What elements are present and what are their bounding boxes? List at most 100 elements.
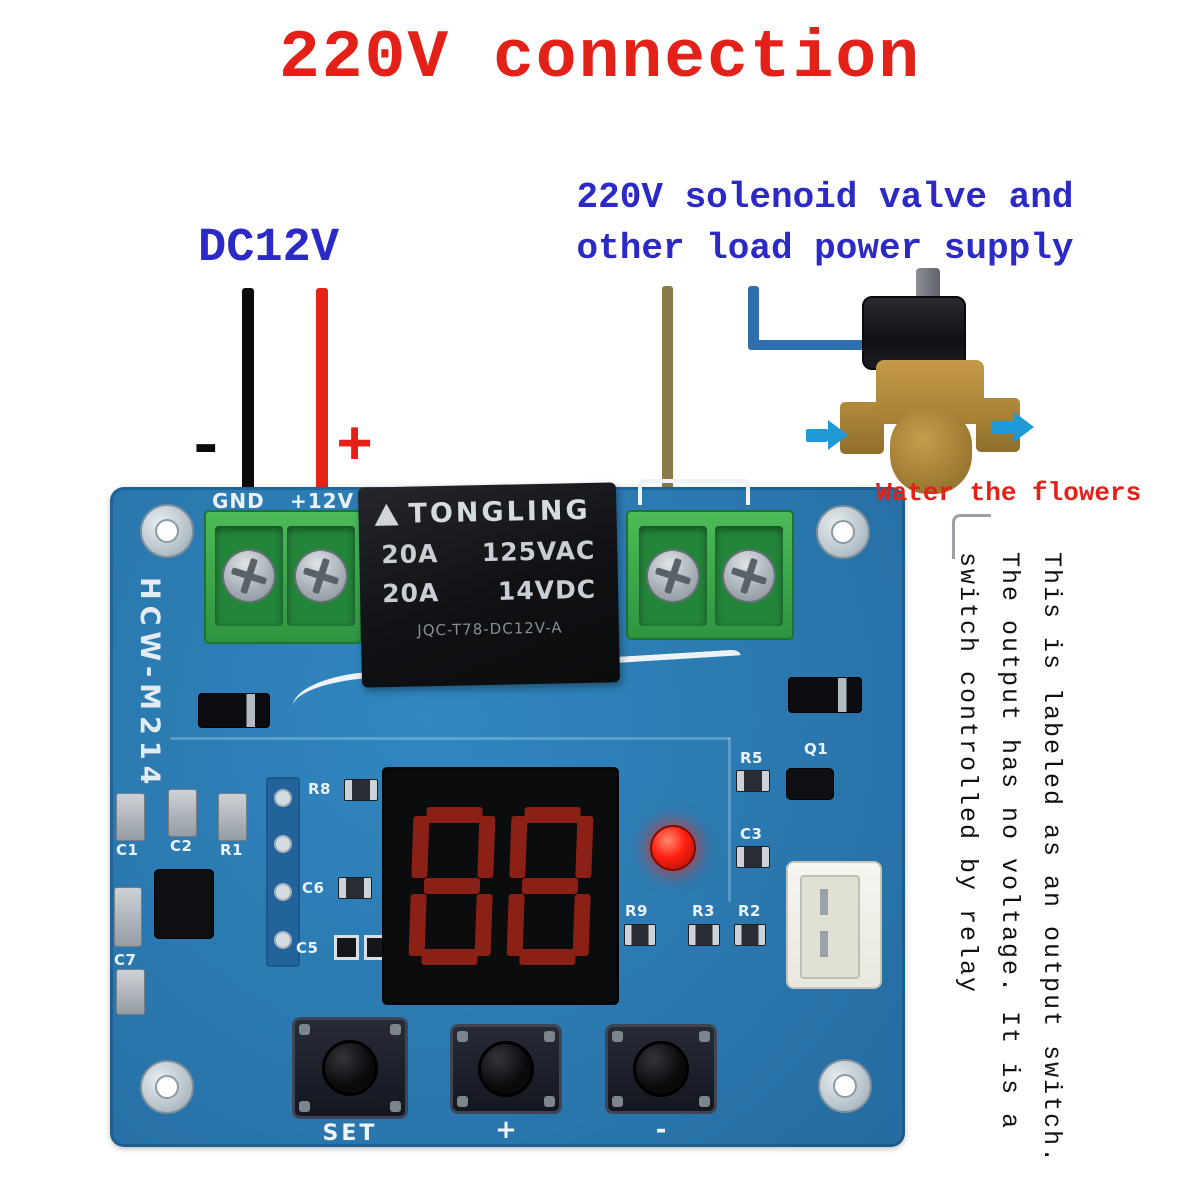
- gnd-terminal-label: GND: [212, 489, 265, 513]
- seven-segment-digit: [408, 807, 496, 965]
- dc12v-positive-wire: [316, 288, 328, 490]
- ref-label-c7: C7: [114, 951, 137, 969]
- valve-wire-vertical: [748, 286, 759, 348]
- capacitor-c5: [334, 935, 359, 960]
- load-power-label: 220V solenoid valve and other load power…: [540, 172, 1110, 274]
- tongling-logo-icon: [374, 503, 398, 525]
- minus-polarity-label: -: [186, 410, 226, 485]
- resistor-r5: [736, 770, 770, 792]
- relay-rating-voltage: 14VDC: [497, 574, 597, 606]
- note-line: switch controlled by relay: [953, 552, 982, 995]
- resistor-r8: [344, 779, 378, 801]
- button-cap: [633, 1041, 689, 1097]
- ref-label-r2: R2: [738, 902, 761, 920]
- sensor-connector: [786, 861, 882, 989]
- flow-in-arrow-icon: [806, 420, 848, 450]
- terminal-well: [286, 526, 356, 626]
- solder-pad: [274, 931, 292, 949]
- diode: [198, 693, 270, 728]
- ref-label-r9: R9: [625, 902, 648, 920]
- resistor-r9: [624, 924, 656, 946]
- terminal-screw: [214, 541, 284, 611]
- ref-label-c3: C3: [740, 825, 763, 843]
- resistor-r3: [688, 924, 720, 946]
- terminal-screw: [638, 541, 708, 611]
- relay-brand-row: TONGLING: [374, 495, 601, 531]
- ref-label-c5: C5: [296, 939, 319, 957]
- increase-button: [450, 1024, 562, 1114]
- set-button-label: SET: [322, 1121, 378, 1146]
- plus-polarity-label: +: [336, 412, 374, 483]
- button-cap: [322, 1040, 378, 1096]
- capacitor-c3: [736, 846, 770, 868]
- capacitor-c6: [338, 877, 372, 899]
- mounting-hole: [818, 1059, 872, 1113]
- diode: [788, 677, 862, 713]
- pcb-board: GND +12V TONGLING 20A: [110, 479, 905, 1147]
- terminal-screw: [286, 541, 356, 611]
- dc12v-label: DC12V: [198, 222, 340, 275]
- output-switch-note: This is labeled as an output switch. The…: [938, 552, 1072, 1192]
- solder-pad: [274, 883, 292, 901]
- output-terminal-block: [626, 510, 794, 640]
- ref-label-r3: R3: [692, 902, 715, 920]
- valve-coil: [862, 296, 966, 370]
- decrease-button: [605, 1024, 717, 1114]
- load-power-line2: other load power supply: [576, 228, 1074, 269]
- resistor-r1: [218, 793, 247, 841]
- increase-button-label: +: [495, 1115, 517, 1145]
- capacitor-c1: [116, 793, 145, 841]
- note-line: This is labeled as an output switch.: [1037, 552, 1066, 1165]
- relay-brand-label: TONGLING: [408, 494, 591, 530]
- relay-rating-row: 20A 14VDC: [376, 575, 603, 609]
- connector-pin: [820, 931, 828, 957]
- relay-rating-voltage: 125VAC: [481, 535, 596, 568]
- silkscreen-bracket: [638, 479, 750, 505]
- relay-part-number: JQC-T78-DC12V-A: [417, 618, 563, 640]
- ref-label-r5: R5: [740, 749, 763, 767]
- set-button: [292, 1017, 408, 1119]
- load-wire: [662, 286, 673, 490]
- sensor-header: [266, 777, 300, 967]
- power-terminal-block: [204, 510, 362, 644]
- page-title: 220V connection: [278, 20, 922, 97]
- dc12v-negative-wire: [242, 288, 254, 490]
- load-power-line1: 220V solenoid valve and: [576, 177, 1074, 218]
- solder-pad: [274, 789, 292, 807]
- capacitor-c7: [116, 969, 145, 1015]
- terminal-well: [214, 526, 284, 626]
- note-line: The output has no voltage. It is a: [995, 552, 1024, 1131]
- capacitor-c2: [168, 789, 197, 837]
- terminal-well: [638, 526, 708, 626]
- terminal-screw: [714, 541, 784, 611]
- terminal-well: [714, 526, 784, 626]
- plus12v-terminal-label: +12V: [290, 489, 355, 513]
- status-led: [650, 825, 696, 871]
- relay-rating-current: 20A: [381, 539, 439, 570]
- seven-segment-display: [382, 767, 619, 1005]
- decrease-button-label: -: [655, 1115, 667, 1145]
- valve-fitting: [916, 268, 940, 300]
- mounting-hole: [816, 505, 870, 559]
- callout-bracket-icon: [952, 514, 991, 559]
- pcb-trace: [728, 737, 731, 902]
- button-cap: [478, 1041, 534, 1097]
- ref-label-q1: Q1: [804, 740, 829, 758]
- relay: TONGLING 20A 125VAC 20A 14VDC JQC-T78-DC…: [357, 482, 621, 688]
- electrolytic-capacitor: [114, 887, 142, 947]
- pcb-trace: [170, 737, 730, 740]
- water-the-flowers-label: Water the flowers: [876, 478, 1142, 508]
- resistor-r2: [734, 924, 766, 946]
- ref-label-c2: C2: [170, 837, 193, 855]
- flow-out-arrow-icon: [992, 412, 1034, 442]
- ref-label-c1: C1: [116, 841, 139, 859]
- relay-rating-current: 20A: [381, 578, 440, 609]
- ref-label-c6: C6: [302, 879, 325, 897]
- seven-segment-digit: [506, 807, 594, 965]
- mounting-hole: [140, 1060, 194, 1114]
- valve-bonnet: [890, 410, 972, 494]
- ref-label-r8: R8: [308, 780, 331, 798]
- relay-rating-row: 20A 125VAC: [375, 536, 602, 570]
- valve-wire-horizontal: [748, 340, 874, 350]
